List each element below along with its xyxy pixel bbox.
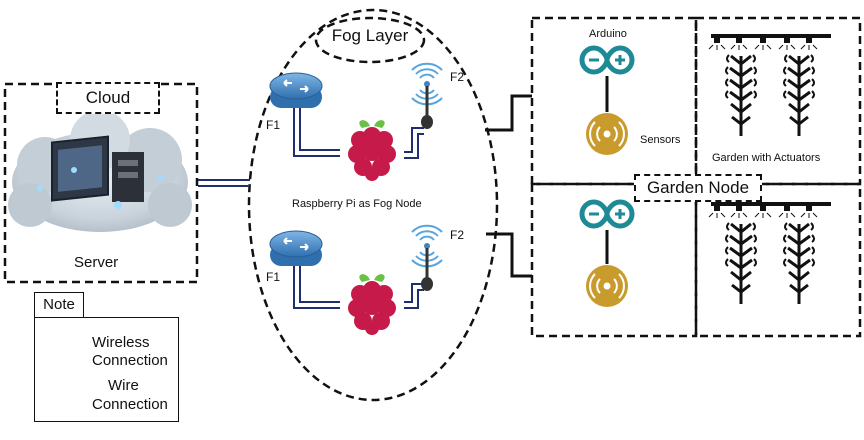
sensor-bottom-icon [585, 264, 629, 308]
legend-wire-text-2: Connection [92, 396, 168, 413]
f1-top-label: F1 [266, 118, 281, 132]
cloud-fog-wireless-link [198, 179, 250, 187]
garden-node-label-box: Garden Node [634, 174, 762, 202]
raspberry-pi-top-icon [348, 120, 396, 181]
antenna-f2-top-icon [410, 62, 444, 131]
sensors-label: Sensors [640, 134, 681, 146]
legend-wire-text-1: Wire [108, 377, 139, 394]
f1-bottom-label: F1 [266, 270, 281, 284]
f2-top-label: F2 [450, 70, 465, 84]
legend-wireless-text-2: Connection [92, 352, 168, 369]
fog-layer-ellipse [247, 8, 499, 402]
server-label: Server [74, 254, 119, 271]
garden-actuators-bottom-icon [709, 204, 831, 304]
note-legend-box [34, 317, 179, 422]
arduino-top-icon [582, 48, 632, 72]
router-f1-bottom-icon [269, 230, 323, 267]
fog-node-bottom-links [293, 266, 424, 309]
antenna-f2-bottom-icon [410, 224, 444, 293]
router-f1-top-icon [269, 72, 323, 109]
garden-node-boxes [530, 16, 862, 338]
fog-layer-label: Fog Layer [331, 26, 409, 45]
fog-node-label: Raspberry Pi as Fog Node [292, 198, 422, 210]
sensor-top-icon [585, 112, 629, 156]
garden-actuators-top-icon [709, 36, 831, 136]
cloud-label-box: Cloud [56, 82, 160, 114]
arduino-bottom-icon [582, 202, 632, 226]
arduino-label: Arduino [589, 28, 627, 40]
cloud-label: Cloud [85, 88, 131, 107]
note-title: Note [34, 292, 84, 317]
cloud-server-illustration [8, 110, 192, 232]
garden-node-label: Garden Node [646, 178, 750, 197]
garden-actuators-label: Garden with Actuators [712, 152, 821, 164]
f2-bottom-label: F2 [450, 228, 465, 242]
fog-garden-wire-links [485, 94, 532, 278]
raspberry-pi-bottom-icon [348, 274, 396, 335]
fog-layer-label-ellipse [314, 16, 426, 64]
legend-wireless-text-1: Wireless [92, 334, 150, 351]
fog-node-top-links [293, 108, 424, 159]
